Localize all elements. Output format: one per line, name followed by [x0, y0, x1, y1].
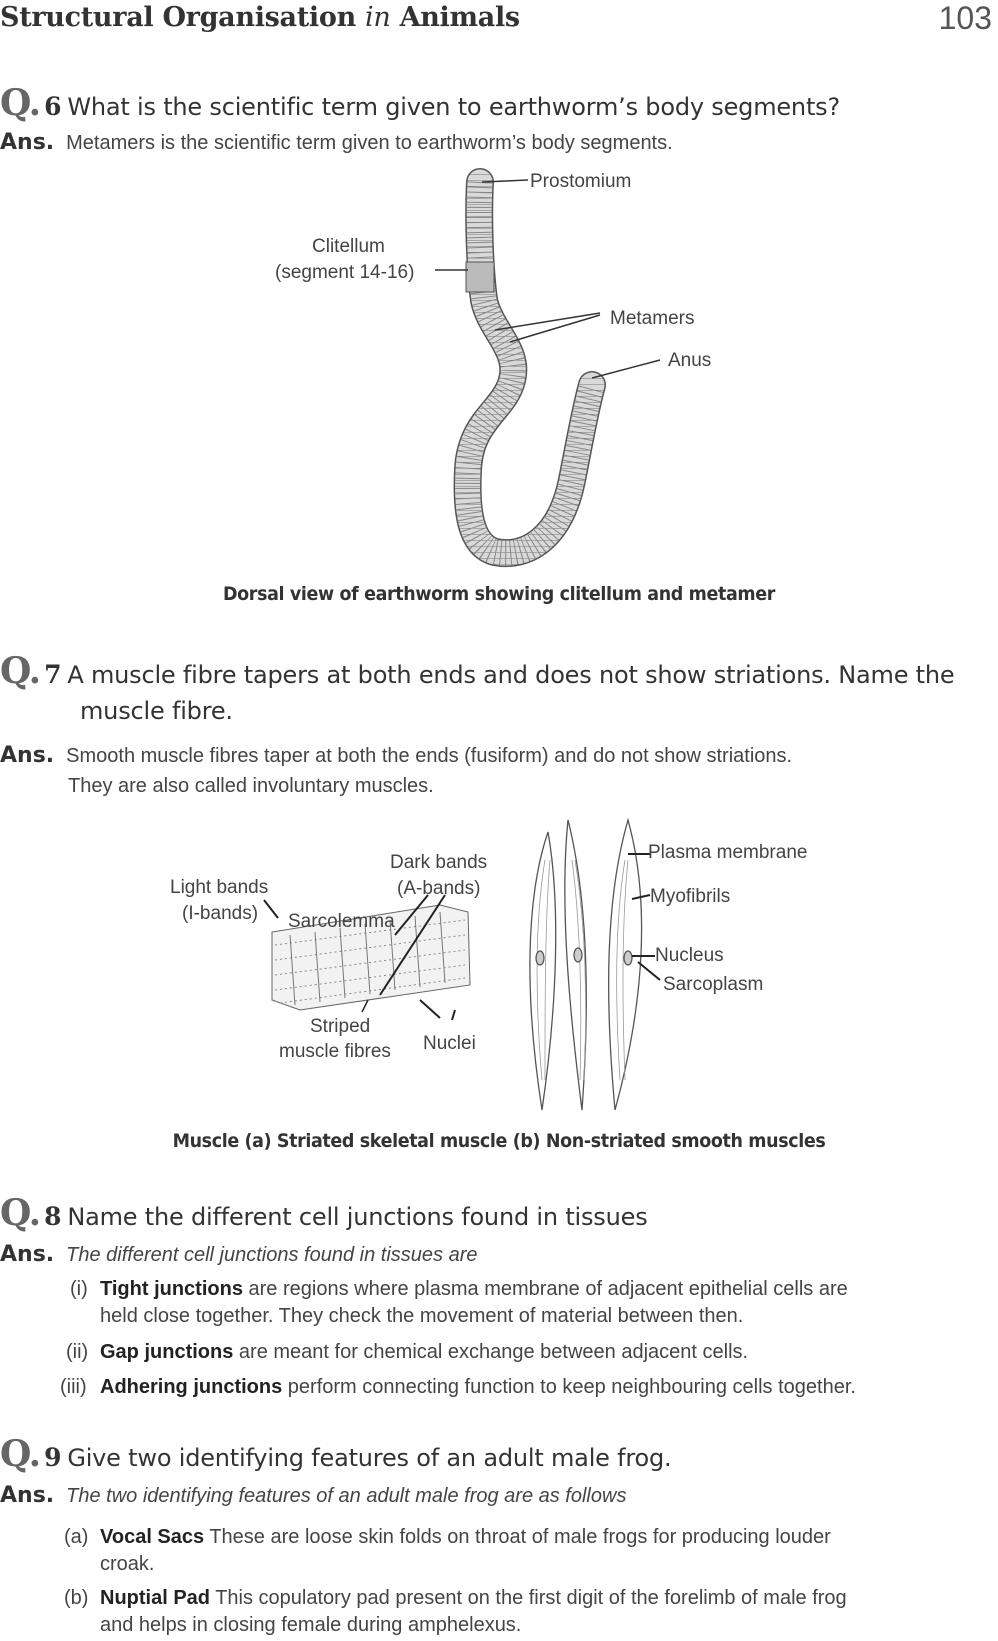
answer-6: Ans. Metamers is the scientific term give…: [0, 130, 673, 155]
answer-text: The different cell junctions found in ti…: [66, 1244, 478, 1266]
figure-caption-earthworm: Dorsal view of earthworm showing clitell…: [223, 583, 775, 605]
item-term: Tight junctions: [100, 1278, 243, 1300]
item-text: This copulatory pad present on the first…: [215, 1587, 847, 1609]
chapter-title: Structural Organisation in Animals: [0, 2, 520, 33]
item-number: (ii): [66, 1341, 89, 1363]
label-anus: Anus: [668, 350, 712, 371]
item-text: are regions where plasma membrane of adj…: [248, 1278, 848, 1300]
muscle-diagram: [263, 817, 661, 1111]
label-sarcolemma: Sarcolemma: [288, 911, 395, 932]
answer-label: Ans.: [0, 130, 55, 155]
item-term: Gap junctions: [100, 1341, 234, 1363]
q-marker: Q.: [0, 1192, 41, 1234]
item-number: (b): [64, 1587, 89, 1609]
answer-label: Ans.: [0, 1483, 55, 1508]
item-text-cont: croak.: [100, 1553, 155, 1575]
figure-caption-muscle: Muscle (a) Striated skeletal muscle (b) …: [172, 1130, 826, 1152]
answer-8: Ans. The different cell junctions found i…: [0, 1242, 477, 1267]
label-clitellum: Clitellum: [312, 236, 385, 257]
item-term: Adhering junctions: [100, 1376, 283, 1398]
chapter-title-part1: Structural Organisation: [0, 2, 356, 33]
question-text: What is the scientific term given to ear…: [67, 93, 840, 121]
label-muscle-fibres: muscle fibres: [279, 1041, 391, 1062]
answer-text-line2: They are also called involuntary muscles…: [68, 775, 434, 797]
item-number: (i): [70, 1278, 88, 1300]
label-dark-bands: Dark bands: [390, 852, 488, 873]
page-number: 103: [938, 0, 992, 36]
item-term: Nuptial Pad: [100, 1587, 211, 1609]
item-number: (a): [64, 1526, 89, 1548]
question-text-line1: A muscle fibre tapers at both ends and d…: [67, 661, 955, 689]
question-number: 8: [44, 1202, 62, 1231]
chapter-title-in: in: [365, 2, 391, 33]
clitellum: [465, 261, 495, 293]
answer-7: Ans. Smooth muscle fibres taper at both t…: [0, 741, 792, 801]
list-item: (i) Tight junctions are regions where pl…: [62, 1276, 996, 1330]
label-nucleus: Nucleus: [655, 945, 724, 966]
q-marker: Q.: [0, 82, 41, 124]
answer-label: Ans.: [0, 743, 55, 768]
chapter-title-part2: Animals: [399, 2, 521, 33]
label-nuclei: Nuclei: [423, 1033, 476, 1054]
item-text-cont: held close together. They check the move…: [100, 1305, 744, 1327]
label-striped: Striped: [310, 1016, 371, 1037]
label-sarcoplasm: Sarcoplasm: [663, 974, 764, 995]
label-clitellum-segment: (segment 14-16): [275, 262, 415, 283]
list-item: (a) Vocal Sacs These are loose skin fold…: [62, 1524, 996, 1578]
list-item: (b) Nuptial Pad This copulatory pad pres…: [62, 1585, 996, 1639]
smooth-muscle-fibres: [529, 817, 643, 1111]
answer-text: Metamers is the scientific term given to…: [66, 132, 673, 154]
item-text-cont: and helps in closing female during amphe…: [100, 1614, 522, 1636]
item-text: perform connecting function to keep neig…: [287, 1376, 856, 1398]
answer-text: The two identifying features of an adult…: [66, 1485, 627, 1507]
page-header: Structural Organisation in Animals 103: [0, 0, 998, 40]
label-light-bands: Light bands: [170, 877, 269, 898]
question-text: Give two identifying features of an adul…: [67, 1444, 672, 1472]
label-i-bands: (I-bands): [182, 903, 259, 924]
item-term: Vocal Sacs: [100, 1526, 205, 1548]
q-marker: Q.: [0, 650, 41, 692]
label-a-bands: (A-bands): [397, 878, 481, 899]
label-myofibrils: Myofibrils: [650, 886, 731, 907]
q-marker: Q.: [0, 1433, 41, 1475]
label-prostomium: Prostomium: [530, 171, 632, 192]
striated-muscle-fibres: [263, 894, 471, 1021]
item-text: are meant for chemical exchange between …: [238, 1341, 749, 1363]
question-text-line2: muscle fibre.: [80, 697, 233, 725]
label-metamers: Metamers: [610, 308, 695, 329]
question-number: 9: [44, 1443, 62, 1472]
item-number: (iii): [60, 1376, 87, 1398]
list-item: (ii) Gap junctions are meant for chemica…: [62, 1339, 996, 1366]
label-plasma-membrane: Plasma membrane: [648, 842, 808, 863]
question-text: Name the different cell junctions found …: [67, 1203, 648, 1231]
item-text: These are loose skin folds on throat of …: [209, 1526, 831, 1548]
question-number: 6: [44, 92, 62, 121]
answer-label: Ans.: [0, 1242, 55, 1267]
answer-9: Ans. The two identifying features of an a…: [0, 1483, 626, 1508]
question-number: 7: [44, 660, 62, 689]
list-item: (iii) Adhering junctions perform connect…: [60, 1374, 996, 1401]
earthworm-diagram: [435, 168, 661, 567]
answer-text-line1: Smooth muscle fibres taper at both the e…: [66, 745, 793, 767]
